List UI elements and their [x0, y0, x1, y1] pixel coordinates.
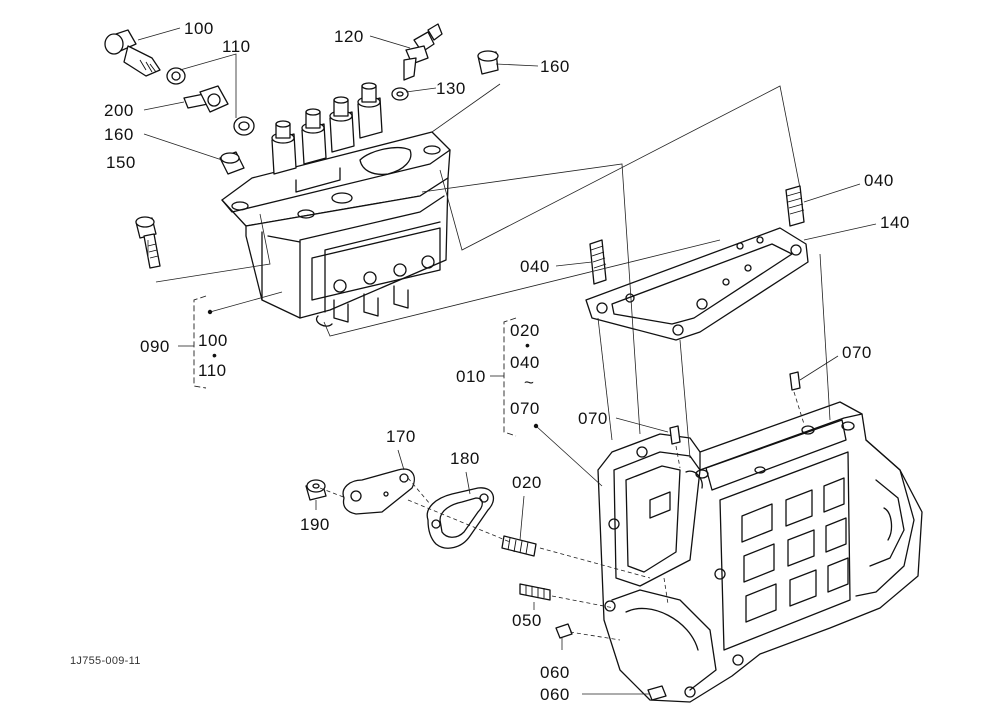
callout-170: 170: [386, 427, 416, 446]
bracket-010: [503, 317, 517, 437]
callout-110: 110: [222, 37, 251, 56]
cap-nut-160-top: [477, 50, 499, 75]
pin-070-right: [789, 371, 801, 391]
delivery-valve-holders: [271, 82, 383, 175]
nipple-120: [403, 23, 443, 81]
callout-070-right: 070: [842, 343, 872, 362]
fitting-200: [183, 85, 229, 113]
stud-020: [501, 535, 537, 557]
plug-190: [305, 479, 327, 501]
callout-090: 090: [140, 337, 170, 356]
callout-120: 120: [334, 27, 364, 46]
callout-160-top: 160: [540, 57, 570, 76]
callout-010: 010: [456, 367, 486, 386]
callout-020: 020: [512, 473, 542, 492]
callout-050: 050: [512, 611, 542, 630]
callout-200: 200: [104, 101, 134, 120]
callout-060-upper: 060: [540, 663, 570, 682]
stud-040-left: [589, 239, 607, 285]
cover-plate-170: [342, 468, 415, 515]
drawing-code: 1J755-009-11: [70, 655, 141, 667]
dashed-projection-lines: [319, 391, 805, 641]
callout-140: 140: [880, 213, 910, 232]
callout-010-range-a: 020: [510, 321, 540, 340]
stud-040-right: [785, 185, 805, 227]
injection-pump-assembly: [221, 82, 451, 327]
bracket-090: [193, 295, 207, 389]
callout-060-lower: 060: [540, 685, 570, 704]
callout-150: 150: [106, 153, 136, 172]
callout-100: 100: [184, 19, 214, 38]
pin-060-b: [647, 685, 667, 701]
callout-040-left: 040: [520, 257, 550, 276]
cap-nut-160-left: [219, 151, 245, 175]
stud-050: [519, 583, 551, 601]
pin-070-left: [669, 425, 681, 445]
callout-010-range-b: 040: [510, 353, 540, 372]
leader-lines: [137, 27, 877, 695]
pin-060-a: [555, 623, 573, 639]
callout-130: 130: [436, 79, 466, 98]
pump-housing-010: [597, 401, 923, 703]
callout-010-range-c: 070: [510, 399, 540, 418]
callout-160-left: 160: [104, 125, 134, 144]
hollow-bolt-100: [104, 29, 161, 77]
gasket-110-a: [166, 67, 186, 85]
callout-010-range-separator: •: [525, 337, 531, 353]
callout-190: 190: [300, 515, 330, 534]
gasket-180: [426, 487, 495, 549]
gasket-110-b: [233, 116, 255, 136]
callout-040-right: 040: [864, 171, 894, 190]
callout-090-range-separator: •: [212, 347, 218, 363]
callout-090-range-start: 100: [198, 331, 228, 350]
gasket-140: [585, 227, 809, 341]
washer-130: [391, 87, 409, 101]
callout-070-left: 070: [578, 409, 608, 428]
callout-010-range-tilde: ~: [524, 373, 535, 392]
callout-090-range-end: 110: [198, 361, 227, 380]
callout-180: 180: [450, 449, 480, 468]
